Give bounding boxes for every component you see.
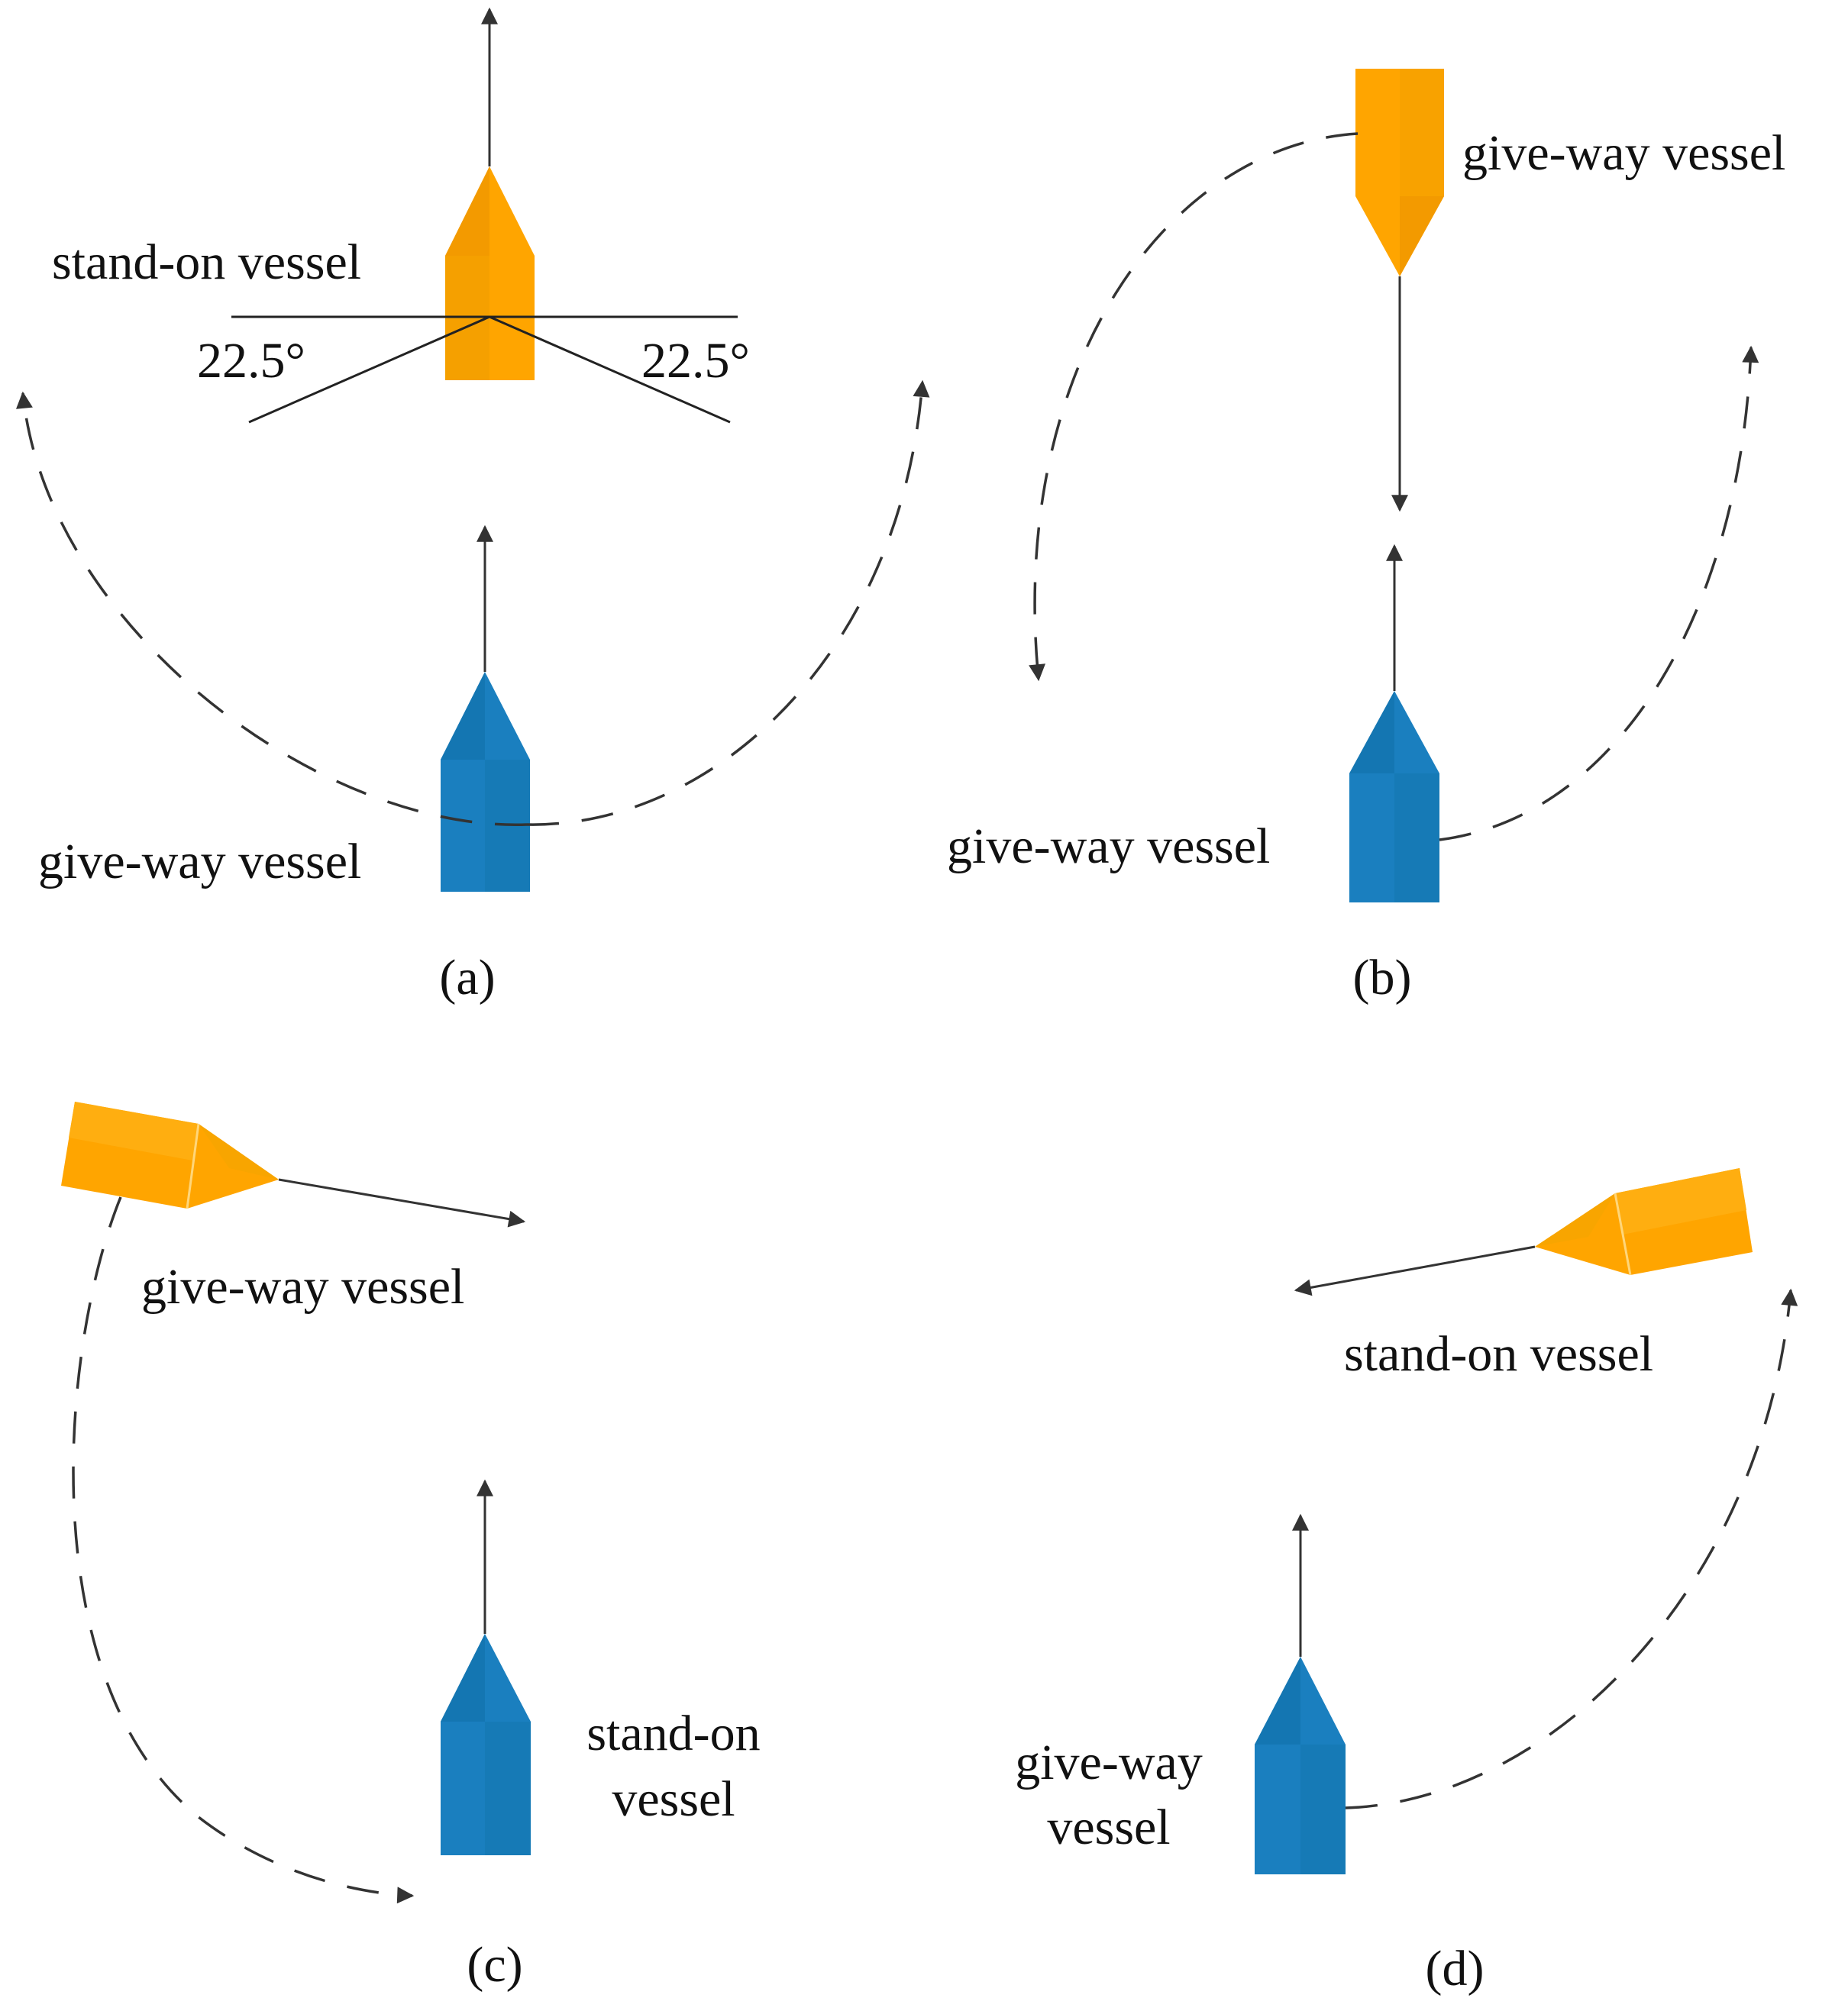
panel-a-stand-on-vessel [445,166,535,380]
panel-b-blue-label: give-way vessel [947,818,1270,874]
panel-c-caption: (c) [467,1937,522,1993]
panel-d-orange-label: stand-on vessel [1344,1326,1653,1382]
panel-c-orange-heading-arrow [278,1178,526,1228]
panel-c-blue-vessel [441,1634,531,1855]
panel-d-orange-heading-arrow [1294,1245,1536,1296]
panel-d-caption: (d) [1426,1941,1485,1996]
panel-b-blue-turn-path [1439,345,1759,841]
panel-d-blue-label-line1: give-way [1015,1735,1203,1790]
panel-d-blue-vessel [1255,1657,1346,1874]
panel-a-give-way-vessel [441,672,530,892]
panel-a-stand-on-label: stand-on vessel [52,234,361,290]
panel-b-orange-turn-path [1029,132,1359,682]
panel-a-sector-line-right [489,315,731,424]
panel-d: stand-on vessel give-way vessel (d) [1015,1168,1798,1996]
panel-d-blue-turn-path [1345,1288,1798,1809]
panel-c: give-way vessel stand-on vessel (c) [61,1102,761,1993]
panel-a-angle-left: 22.5° [197,333,305,389]
panel-c-orange-vessel [61,1102,279,1209]
panel-c-blue-label-line1: stand-on [586,1706,760,1761]
panel-d-orange-vessel [1535,1168,1753,1276]
panel-a-pass-right-path [526,379,930,826]
panel-a-angle-right: 22.5° [641,333,750,389]
panel-b: give-way vessel give-way vessel (b) [947,69,1785,1006]
panel-a: 22.5° 22.5° stand-on vessel give-way ves… [16,7,930,1006]
panel-b-caption: (b) [1353,950,1412,1006]
panel-c-orange-turn-path [72,1196,415,1904]
panel-a-sector-line-left [248,315,490,424]
panel-c-blue-label-line2: vessel [612,1771,735,1827]
panel-b-orange-vessel [1355,69,1444,276]
panel-b-blue-vessel [1349,691,1439,902]
panel-a-pass-left-path [16,391,528,826]
panel-a-caption: (a) [439,950,495,1006]
panel-d-blue-label-line2: vessel [1047,1800,1170,1855]
panel-b-orange-label: give-way vessel [1462,125,1785,181]
panel-c-orange-label: give-way vessel [141,1259,464,1315]
panel-a-give-way-label: give-way vessel [38,834,361,889]
